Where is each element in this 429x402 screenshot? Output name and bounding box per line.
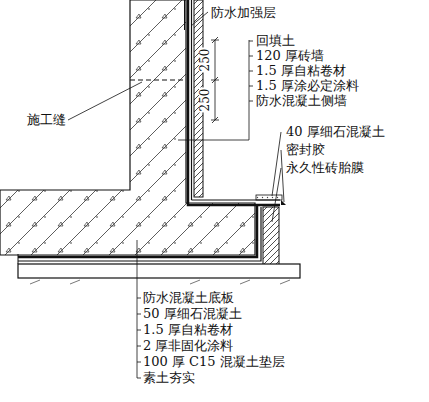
layer-label: 120 厚砖墙	[255, 48, 325, 63]
dimension-value: 250	[199, 48, 211, 73]
layer-label: 1.5 厚自粘卷材	[255, 63, 347, 78]
layer-label: 2 厚非固化涂料	[142, 338, 234, 353]
layer-label: 1.5 厚涂必定涂料	[255, 78, 360, 93]
layer-label: 1.5 厚自粘卷材	[142, 322, 234, 337]
annotation-label: 施工缝	[26, 112, 67, 127]
layer-label: 防水混凝土侧墙	[255, 93, 348, 108]
layer-label: 密封胶	[285, 142, 326, 157]
layer-label: 40 厚细石混凝土	[285, 124, 386, 139]
layer-label: 100 厚 C15 混凝土垫层	[142, 354, 286, 369]
dimension-value: 250	[199, 88, 211, 113]
layer-label: 50 厚细石混凝土	[142, 306, 243, 321]
layer-label: 素土夯实	[142, 370, 196, 385]
layer-label: 永久性砖胎膜	[285, 160, 365, 175]
annotation-label: 防水加强层	[210, 5, 277, 20]
layer-label: 防水混凝土底板	[142, 290, 235, 305]
layer-label: 回填土	[255, 33, 296, 48]
